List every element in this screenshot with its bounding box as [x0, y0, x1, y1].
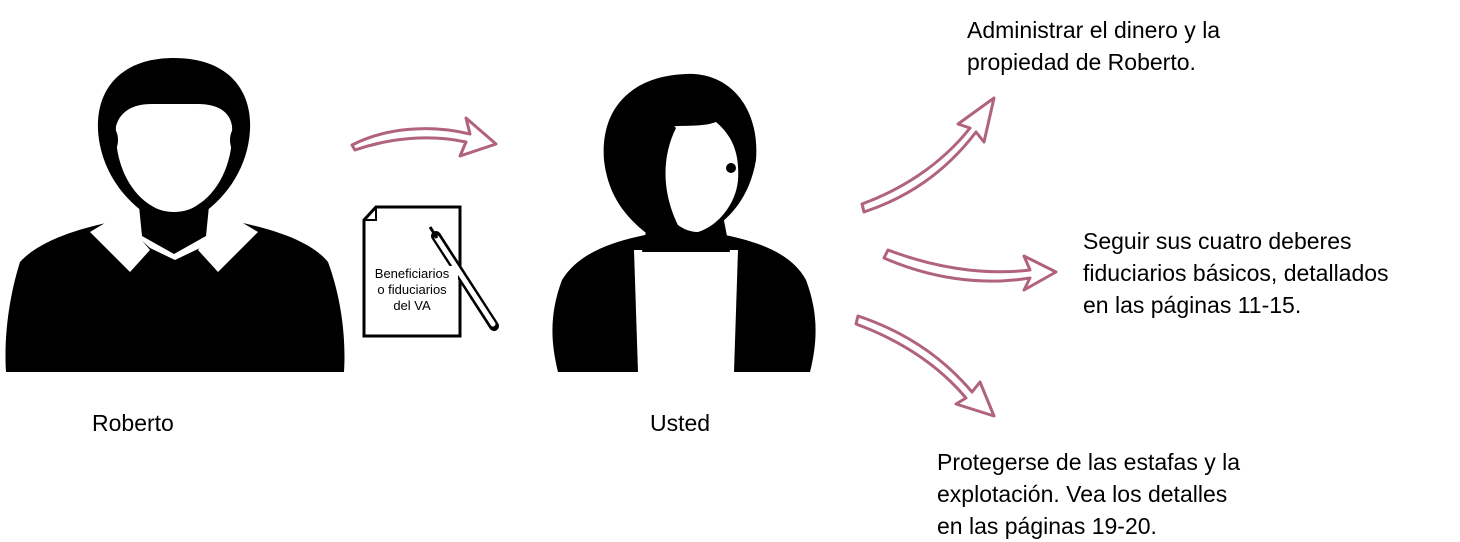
document-label-line: o fiduciarios — [377, 282, 447, 297]
outcome-line: Administrar el dinero y la — [967, 17, 1221, 43]
outcome-fiduciary-duties: Seguir sus cuatro deberes fiduciarios bá… — [1083, 225, 1389, 321]
outcome-line: en las páginas 11-15. — [1083, 292, 1302, 318]
outcome-line: Seguir sus cuatro deberes — [1083, 228, 1352, 254]
usted-label: Usted — [650, 410, 711, 436]
roberto-label: Roberto — [92, 410, 174, 436]
outcome-line: Protegerse de las estafas y la — [937, 449, 1240, 475]
outcome-line: propiedad de Roberto. — [967, 49, 1196, 75]
document-label-line: Beneficiarios — [374, 266, 450, 281]
document-label: Beneficiarios o fiduciarios del VA — [366, 266, 458, 314]
outcome-line: en las páginas 19-20. — [937, 513, 1157, 539]
outcome-manage-money: Administrar el dinero y la propiedad de … — [967, 14, 1220, 78]
outcome-protect-scams: Protegerse de las estafas y la explotaci… — [937, 446, 1240, 542]
outcome-line: explotación. Vea los detalles — [937, 481, 1228, 507]
outcome-line: fiduciarios básicos, detallados — [1083, 260, 1389, 286]
document-label-line: del VA — [393, 298, 431, 313]
